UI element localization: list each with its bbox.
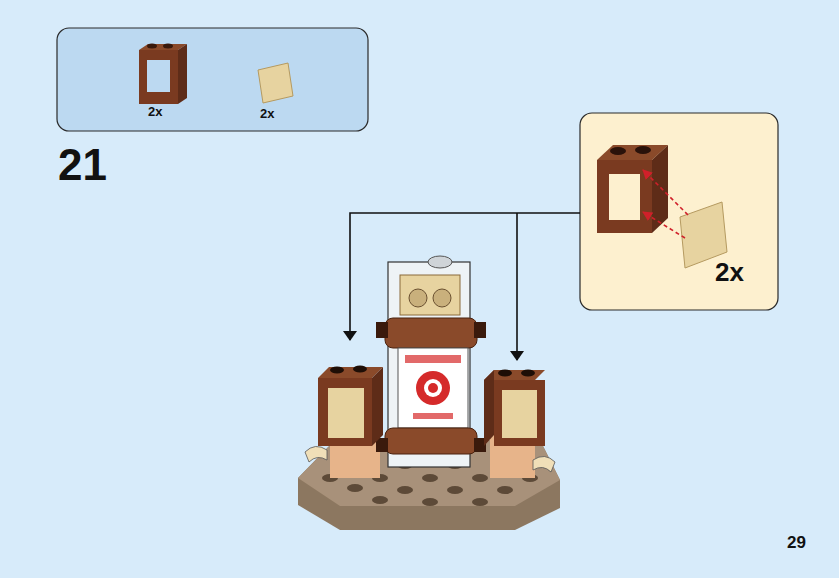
parts-panel (57, 28, 368, 131)
step-number: 21 (58, 140, 107, 190)
quantity-label: 2x (148, 104, 162, 119)
brown-frame-part (139, 44, 187, 105)
tan-tile-part (258, 63, 293, 103)
quantity-label: 2x (260, 106, 274, 121)
callout-panel: 2x (580, 113, 778, 310)
callout-frame (597, 145, 727, 268)
model-build (298, 256, 560, 530)
quantity-label: 2x (715, 257, 744, 288)
page-number: 29 (787, 533, 806, 553)
callout-panel (580, 113, 778, 310)
parts-list-panel: 2x 2x (57, 28, 368, 131)
